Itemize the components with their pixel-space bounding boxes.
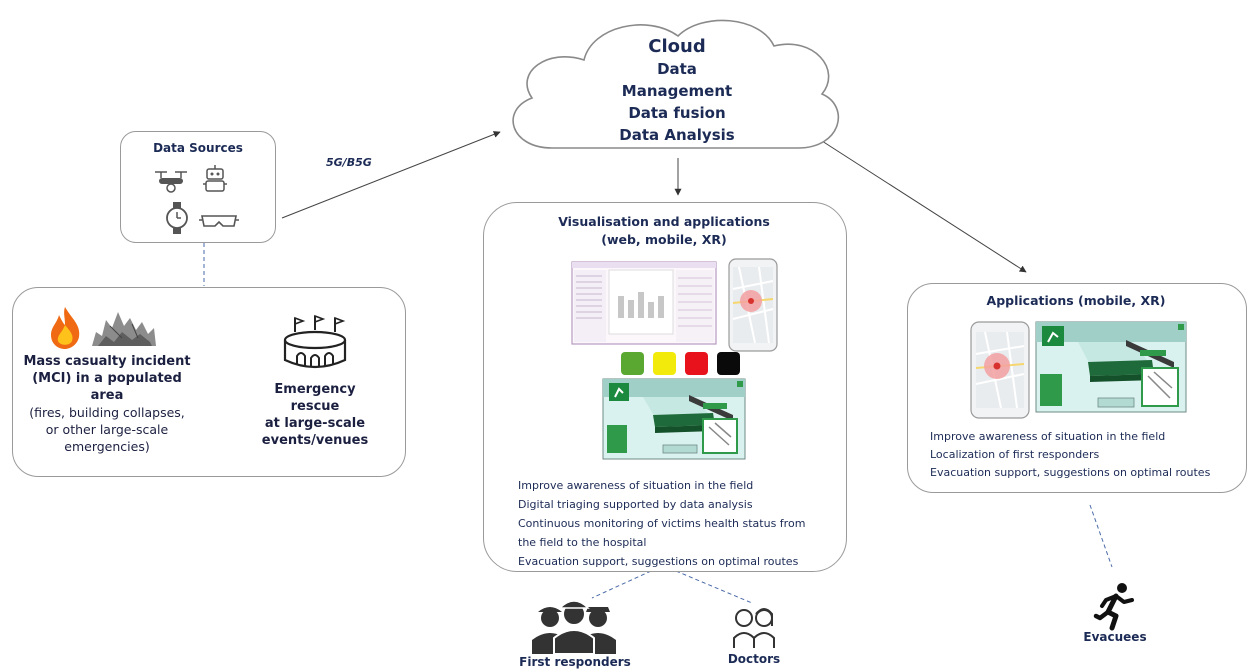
fire-icon bbox=[51, 307, 80, 349]
applications-title: Applications (mobile, XR) bbox=[986, 293, 1166, 308]
applications-bullet-2: Localization of first responders bbox=[930, 448, 1100, 461]
data-sources-box: Data Sources bbox=[120, 131, 276, 243]
smartwatch-icon bbox=[166, 202, 188, 234]
events-line3: at large-scale bbox=[264, 416, 366, 431]
events-line2: rescue bbox=[290, 399, 340, 414]
dash-visual-to-responders bbox=[591, 570, 652, 599]
applications-bullets: Improve awareness of situation in the fi… bbox=[930, 428, 1210, 482]
mci-detail: (fires, building collapses, or other lar… bbox=[12, 404, 202, 455]
applications-bullet-1: Improve awareness of situation in the fi… bbox=[930, 430, 1166, 443]
events-line1: Emergency bbox=[274, 382, 356, 397]
visualisation-bullets: Improve awareness of situation in the fi… bbox=[518, 476, 805, 571]
arrow-sources-to-cloud bbox=[281, 131, 501, 219]
cloud-label: Cloud Data Management Data fusion Data A… bbox=[572, 36, 782, 146]
visualisation-title: Visualisation and applications (web, mob… bbox=[483, 213, 845, 249]
vr-headset-icon bbox=[199, 215, 239, 227]
building-collapse-icon bbox=[92, 312, 156, 346]
triage-red bbox=[685, 352, 708, 375]
triage-black bbox=[717, 352, 740, 375]
visualisation-bullet-4: the field to the hospital bbox=[518, 536, 647, 549]
visualisation-bullet-1: Improve awareness of situation in the fi… bbox=[518, 479, 754, 492]
mci-line2: (MCI) in a populated bbox=[32, 371, 182, 386]
mci-line3: area bbox=[90, 388, 124, 403]
visualisation-title-line1: Visualisation and applications bbox=[558, 214, 770, 229]
mci-detail2: or other large-scale bbox=[45, 422, 169, 437]
dashboard-screenshot bbox=[571, 261, 717, 345]
robot-icon bbox=[203, 165, 227, 192]
events-title: Emergency rescue at large-scale events/v… bbox=[242, 381, 388, 449]
running-person-icon bbox=[1093, 583, 1134, 631]
arrow-cloud-to-applications bbox=[821, 140, 1027, 273]
app-phone-map-screenshot bbox=[970, 321, 1030, 419]
events-line4: events/venues bbox=[261, 433, 369, 448]
visualisation-title-line2: (web, mobile, XR) bbox=[601, 232, 727, 247]
mci-line1: Mass casualty incident bbox=[23, 354, 191, 369]
cloud-line-data: Data bbox=[657, 60, 697, 78]
cloud-line-analysis: Data Analysis bbox=[619, 126, 735, 144]
visualisation-bullet-5: Evacuation support, suggestions on optim… bbox=[518, 555, 799, 568]
stadium-icon bbox=[283, 314, 347, 369]
first-responders-label: First responders bbox=[519, 655, 631, 669]
evacuees-label: Evacuees bbox=[1083, 630, 1147, 644]
dash-visual-to-doctors bbox=[675, 570, 753, 604]
visualisation-bullet-2: Digital triaging supported by data analy… bbox=[518, 498, 753, 511]
cloud-shape bbox=[512, 19, 840, 149]
link-label: 5G/B5G bbox=[326, 156, 372, 169]
cloud-line-fusion: Data fusion bbox=[628, 104, 726, 122]
visualisation-bullet-3: Continuous monitoring of victims health … bbox=[518, 517, 806, 530]
xr-screenshot bbox=[602, 378, 746, 460]
applications-bullet-3: Evacuation support, suggestions on optim… bbox=[930, 466, 1211, 479]
dash-apps-to-evacuees bbox=[1089, 504, 1113, 568]
mci-detail1: (fires, building collapses, bbox=[29, 405, 185, 420]
triage-yellow bbox=[653, 352, 676, 375]
mci-title: Mass casualty incident (MCI) in a popula… bbox=[12, 353, 202, 404]
incidents-box bbox=[12, 287, 406, 477]
data-sources-title: Data Sources bbox=[153, 141, 243, 155]
mci-detail3: emergencies) bbox=[64, 439, 150, 454]
first-responders-icon bbox=[532, 600, 616, 655]
phone-map-screenshot bbox=[728, 258, 778, 352]
cloud-line-management: Management bbox=[621, 82, 733, 100]
doctors-icon bbox=[733, 608, 775, 648]
cloud-title: Cloud bbox=[648, 36, 706, 57]
triage-green bbox=[621, 352, 644, 375]
drone-icon bbox=[155, 171, 187, 193]
doctors-label: Doctors bbox=[727, 652, 781, 666]
app-xr-screenshot bbox=[1035, 321, 1187, 413]
